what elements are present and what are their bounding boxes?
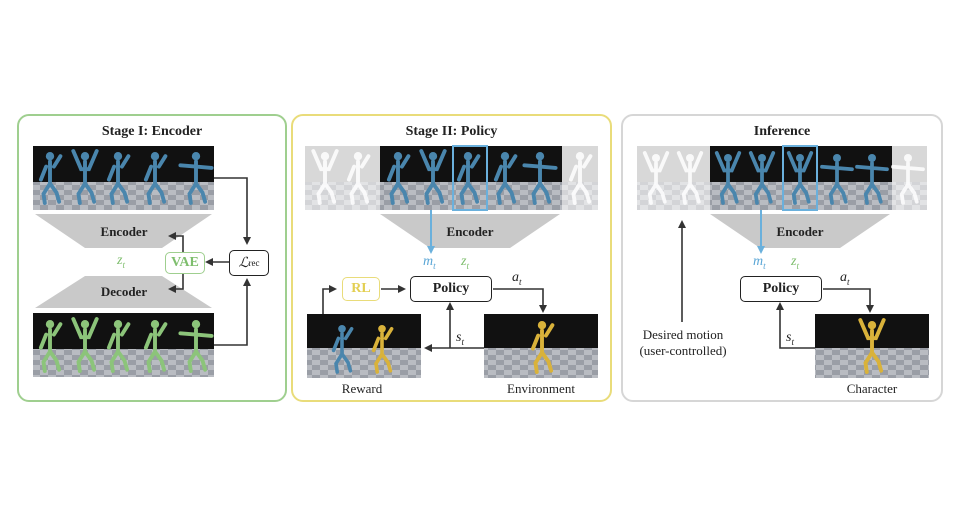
stage1-output-characters [38,317,214,373]
stage2-state-label: st [456,330,464,347]
stage1-decoder-label: Decoder [100,284,148,299]
desired-motion-caption: Desired motion (user-controlled) [639,327,726,359]
character-figure [371,324,394,374]
stage2-title: Stage II: Policy [405,124,498,139]
stage2-scene-characters [331,321,555,374]
character-figure [386,152,411,205]
stage2-encoder-trapezoid [380,214,560,248]
inference-scene-character [858,318,886,374]
stage2-reward-to-rl-arrow [322,285,337,314]
stage1-latent-label: zt [117,253,125,270]
character-figure [714,151,742,205]
character-figure [456,152,481,205]
inference-encoder-label: Encoder [776,224,824,239]
character-figure [676,151,704,205]
environment-caption: Environment [507,381,575,396]
stage2-panel: Stage II: Policy [291,114,612,402]
inference-latent-label: zt [791,254,799,271]
character-figure [419,149,447,205]
inference-panel: Inference [621,114,943,402]
inference-state-label: st [786,330,794,347]
desired-motion-line2: (user-controlled) [639,343,727,358]
character-figure [858,318,886,374]
inference-title: Inference [753,124,811,139]
character-figure [38,320,63,373]
character-figure [820,154,854,205]
stage2-motion-characters [311,149,593,205]
character-figure [71,149,99,205]
character-figure [311,149,339,205]
inference-action-label: at [840,270,850,287]
character-figure [38,152,63,205]
stage1-vae-to-encoder-arrow [168,232,184,252]
inference-policy-box: Policy [740,276,822,302]
stage1-encoder-label: Encoder [100,224,148,239]
character-figure [106,152,131,205]
inference-state-to-policy-arrow [776,302,815,349]
stage2-encoder-label: Encoder [446,224,494,239]
stage2-motion-strip [305,146,598,210]
stage1-title: Stage I: Encoder [101,124,203,139]
stage1-output-to-loss-arrow [214,278,251,346]
desired-motion-line1: Desired motion [642,327,724,342]
character-figure [642,151,670,205]
character-figure [891,154,925,205]
character-figure [522,152,558,205]
character-figure [143,320,168,373]
character-figure [331,324,354,374]
stage1-encoder-trapezoid [35,214,212,248]
character-figure [178,152,214,205]
character-figure [568,152,593,205]
stage2-latent-label: zt [461,254,469,271]
character-figure [530,321,555,374]
character-figure [106,320,131,373]
rl-box: RL [342,277,380,301]
stage1-decoder-trapezoid [35,276,212,308]
inference-character-image [815,314,929,378]
stage1-input-to-loss-arrow [214,177,251,245]
character-figure [346,152,371,205]
vae-box: VAE [165,252,205,274]
character-figure [786,151,814,205]
inference-motion-characters [642,151,925,205]
character-figure [748,151,776,205]
inference-current-frame-highlight [782,145,818,211]
character-figure [71,317,99,373]
stage2-action-label: at [512,270,522,287]
inference-motion-label: mt [753,254,766,271]
character-figure [178,320,214,373]
character-figure [143,152,168,205]
stage2-policy-box: Policy [410,276,492,302]
reward-caption: Reward [341,381,383,396]
character-figure [493,152,518,205]
stage1-vae-to-decoder-arrow [168,274,184,293]
stage2-current-frame-highlight [452,145,488,211]
character-figure [855,154,889,205]
character-caption: Character [846,381,898,396]
stage2-policy-to-environment-arrow [493,288,547,313]
inference-policy-to-character-arrow [823,288,874,313]
stage1-panel: Stage I: Encoder [17,114,287,402]
stage2-motion-label: mt [423,254,436,271]
stage2-reward-image [307,314,421,378]
stage1-input-characters [38,149,214,205]
inference-encoder-trapezoid [710,214,890,248]
